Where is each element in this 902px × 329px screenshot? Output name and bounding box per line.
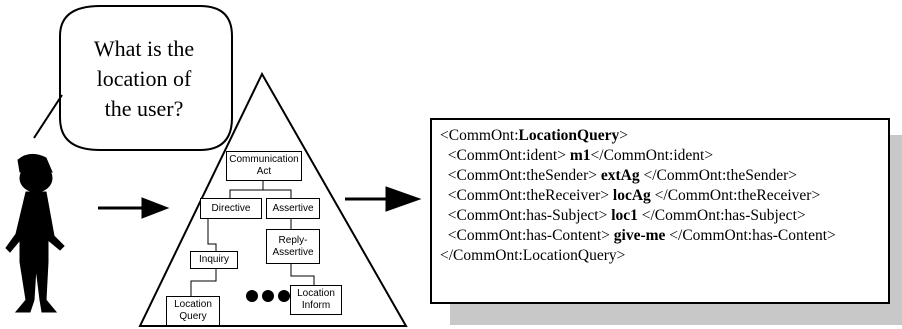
node-communication-act-line-1: Communication <box>229 154 299 165</box>
node-reply-assertive: Reply- Assertive <box>266 229 320 264</box>
node-location-inform-line-1: Location <box>297 288 335 299</box>
bubble-line-2: location of <box>96 66 192 91</box>
xml-line-2-bold: m1 <box>569 147 591 164</box>
xml-line-2-post: </CommOnt:ident> <box>590 147 714 164</box>
xml-message-box: <CommOnt:LocationQuery> <CommOnt:ident> … <box>430 118 890 304</box>
xml-line-6: <CommOnt:has-Content> give-me </CommOnt:… <box>440 226 880 246</box>
xml-line-4: <CommOnt:theReceiver> locAg </CommOnt:th… <box>440 186 880 206</box>
node-location-inform-line-2: Inform <box>301 300 331 311</box>
xml-line-7-pre: </CommOnt:LocationQuery> <box>440 247 626 264</box>
xml-line-3-pre: <CommOnt:theSender> <box>440 167 601 184</box>
arrow-to-taxonomy <box>98 197 170 219</box>
speech-bubble-tail <box>33 94 63 139</box>
speech-bubble-text: What is the location of the user? <box>70 34 218 124</box>
xml-line-4-post: </CommOnt:theReceiver> <box>650 187 821 204</box>
xml-line-6-bold: give-me <box>613 227 666 244</box>
xml-line-3-bold: extAg <box>600 167 640 184</box>
xml-line-7: </CommOnt:LocationQuery> <box>440 246 880 266</box>
node-communication-act: Communication Act <box>226 151 302 181</box>
node-inquiry: Inquiry <box>190 251 238 269</box>
xml-line-1-post: > <box>619 127 628 144</box>
xml-line-1: <CommOnt:LocationQuery> <box>440 126 880 146</box>
xml-line-4-pre: <CommOnt:theReceiver> <box>440 187 613 204</box>
node-location-query-line-1: Location <box>174 299 212 310</box>
user-figure-icon <box>5 154 65 313</box>
node-communication-act-line-2: Act <box>256 166 272 177</box>
xml-line-4-bold: locAg <box>612 187 651 204</box>
xml-line-3-post: </CommOnt:theSender> <box>639 167 797 184</box>
xml-line-5-bold: loc1 <box>611 207 638 224</box>
speech-bubble <box>59 5 233 151</box>
node-assertive-label: Assertive <box>272 202 314 214</box>
xml-line-1-bold: LocationQuery <box>518 127 620 144</box>
node-directive: Directive <box>200 198 262 219</box>
xml-line-2-pre: <CommOnt:ident> <box>440 147 570 164</box>
bubble-line-1: What is the <box>93 36 195 61</box>
xml-line-6-pre: <CommOnt:has-Content> <box>440 227 614 244</box>
node-assertive: Assertive <box>266 198 320 219</box>
node-reply-assertive-line-1: Reply- <box>278 234 308 246</box>
ellipsis-dots <box>246 290 290 302</box>
xml-line-6-post: </CommOnt:has-Content> <box>665 227 836 244</box>
xml-line-1-pre: <CommOnt: <box>440 127 519 144</box>
node-directive-label: Directive <box>211 202 251 214</box>
node-location-query: Location Query <box>166 296 220 326</box>
node-location-query-line-2: Query <box>179 311 207 322</box>
xml-line-5: <CommOnt:has-Subject> loc1 </CommOnt:has… <box>440 206 880 226</box>
arrow-to-xml <box>345 186 422 212</box>
node-reply-assertive-line-2: Assertive <box>272 246 314 258</box>
taxonomy-connectors <box>190 181 315 296</box>
xml-line-5-post: </CommOnt:has-Subject> <box>637 207 806 224</box>
node-location-inform: Location Inform <box>290 285 342 315</box>
xml-line-5-pre: <CommOnt:has-Subject> <box>440 207 612 224</box>
bubble-line-3: the user? <box>104 96 184 121</box>
node-inquiry-label: Inquiry <box>198 254 229 265</box>
xml-line-3: <CommOnt:theSender> extAg </CommOnt:theS… <box>440 166 880 186</box>
xml-line-2: <CommOnt:ident> m1</CommOnt:ident> <box>440 146 880 166</box>
